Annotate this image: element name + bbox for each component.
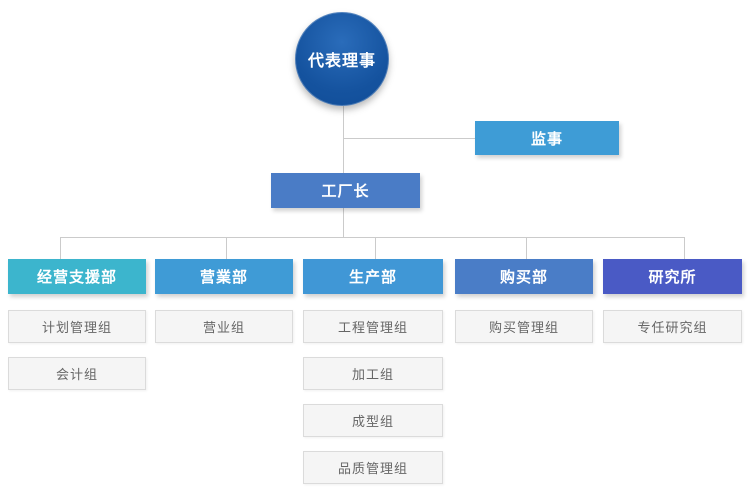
org-node-group-research: 专任研究组	[603, 310, 742, 343]
org-node-dept-research: 研究所	[603, 259, 742, 294]
group-label: 加工组	[351, 367, 394, 382]
org-node-supervisor-label: 监事	[530, 130, 563, 148]
org-node-dept-management-support: 经营支援部	[8, 259, 146, 294]
org-node-dept-purchasing: 购买部	[455, 259, 593, 294]
connector-drop-dept-3	[375, 237, 376, 260]
group-label: 品质管理组	[337, 461, 408, 476]
connector-root-to-factory	[343, 106, 344, 173]
connector-drop-dept-4	[526, 237, 527, 260]
connector-drop-dept-5	[684, 237, 685, 260]
connector-distribution-rail	[60, 237, 685, 238]
group-label: 计划管理组	[41, 320, 112, 335]
org-node-group-engineering: 工程管理组	[303, 310, 443, 343]
connector-to-supervisor	[343, 138, 475, 139]
org-node-supervisor: 监事	[475, 121, 619, 155]
group-label: 专任研究组	[637, 320, 708, 335]
org-node-root: 代表理事	[295, 12, 389, 106]
org-node-factory-head: 工厂长	[271, 173, 420, 208]
org-node-group-processing: 加工组	[303, 357, 443, 390]
org-node-group-sales: 营业组	[155, 310, 293, 343]
connector-drop-dept-1	[60, 237, 61, 260]
org-node-group-purchasing-mgmt: 购买管理组	[455, 310, 593, 343]
dept-label: 购买部	[499, 269, 548, 286]
group-label: 工程管理组	[337, 320, 408, 335]
org-node-group-quality: 品质管理组	[303, 451, 443, 484]
org-node-root-label: 代表理事	[307, 53, 376, 70]
group-label: 会计组	[55, 367, 98, 382]
org-node-group-accounting: 会计组	[8, 357, 146, 390]
group-label: 成型组	[351, 414, 394, 429]
dept-label: 经营支援部	[36, 269, 117, 286]
org-node-factory-head-label: 工厂长	[321, 183, 370, 200]
connector-drop-dept-2	[226, 237, 227, 260]
org-node-group-planning: 计划管理组	[8, 310, 146, 343]
dept-label: 营業部	[199, 269, 248, 286]
dept-label: 研究所	[648, 269, 697, 286]
group-label: 购买管理组	[488, 320, 559, 335]
org-node-dept-production: 生产部	[303, 259, 443, 294]
org-node-dept-sales: 营業部	[155, 259, 293, 294]
connector-factory-to-rail	[343, 208, 344, 237]
dept-label: 生产部	[348, 269, 397, 286]
group-label: 营业组	[202, 320, 245, 335]
org-node-group-molding: 成型组	[303, 404, 443, 437]
